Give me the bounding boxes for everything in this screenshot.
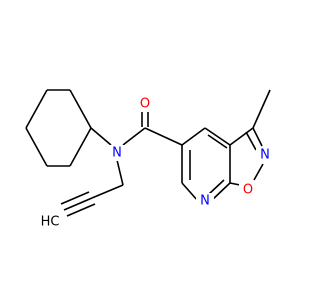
pyridine-nitrogen-label: N [200,194,210,209]
bond [63,197,93,211]
bond [245,131,257,151]
bond [66,203,96,217]
bond [25,127,48,167]
isoxazole-ring [229,127,264,186]
bond [210,182,231,202]
bond [144,127,183,146]
label-backdrop [136,96,154,112]
bond [208,179,225,195]
bond [253,163,264,181]
bond [69,127,92,167]
bond [204,127,231,146]
isoxazole-oxygen-label: O [243,183,253,198]
bond [116,159,124,186]
bond [91,184,124,199]
pyridine-ring [181,127,231,202]
label-backdrop [256,147,274,163]
amide-nitrogen-label: N [112,146,122,161]
alkyne-terminus-label: HC [41,215,60,230]
bond [181,127,206,146]
isoxazole-nitrogen-label: N [260,148,270,163]
carbonyl-oxygen-label: O [140,97,150,112]
bond [181,182,199,202]
label-backdrop [239,182,257,198]
bond [90,127,112,146]
molecule-canvas: O N N O N HC [25,89,274,230]
carbonyl-double-bond [141,111,149,127]
bond [252,89,271,129]
bond [229,182,241,186]
bond [69,89,92,129]
molecule-structure: O N N O N HC [25,89,274,230]
bond [252,127,263,147]
label-backdrop [108,145,126,161]
bond [229,127,254,146]
label-backdrop [196,193,214,209]
propargyl-chain [60,159,124,217]
cyclohexyl-ring [25,89,92,167]
bond [25,89,48,129]
bond [122,127,146,146]
bond [207,134,228,149]
bond [60,191,90,205]
